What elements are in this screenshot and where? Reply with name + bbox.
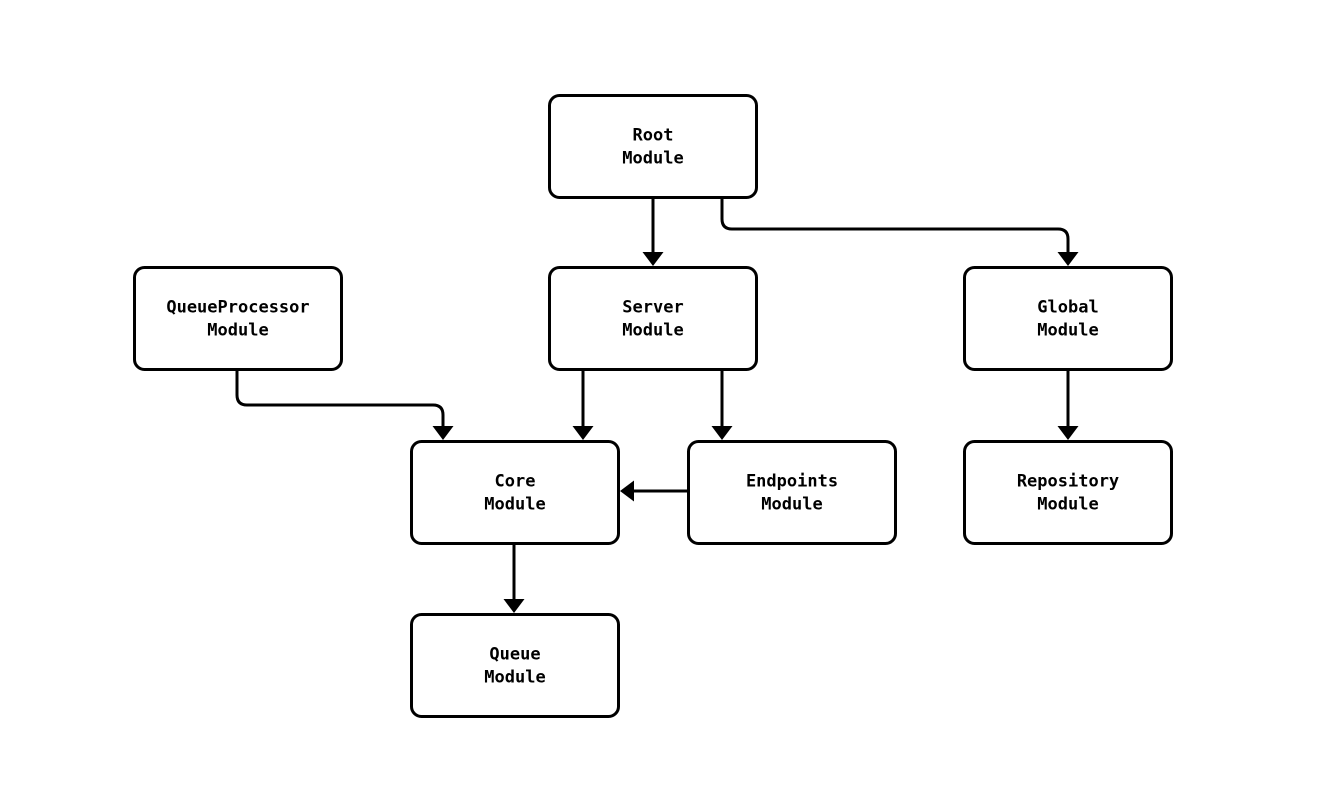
server-module-label-line2: Module <box>622 321 683 341</box>
core-module-box[interactable] <box>410 440 620 545</box>
edge-queueprocessor-to-core-line <box>235 371 445 427</box>
queue-module-label-line2: Module <box>484 668 545 688</box>
server-module-box[interactable] <box>548 266 758 371</box>
global-module-label-line1: Global <box>1037 298 1098 318</box>
edge-root-to-global-line <box>720 199 1070 253</box>
edge-root-to-server-arrowhead-icon <box>642 252 664 266</box>
root-module-label-line2: Module <box>622 149 683 169</box>
core-module-label-line1: Core <box>495 472 536 492</box>
endpoints-module-label-line1: Endpoints <box>746 472 838 492</box>
root-module-box[interactable] <box>548 94 758 199</box>
queueprocessor-module-label-line2: Module <box>207 321 268 341</box>
edge-server-to-endpoints <box>711 371 733 440</box>
repository-module-label-line1: Repository <box>1017 472 1119 492</box>
endpoints-module-label-line2: Module <box>761 495 822 515</box>
core-module-label-line2: Module <box>484 495 545 515</box>
global-module-box[interactable] <box>963 266 1173 371</box>
edge-server-to-core <box>572 371 594 440</box>
repository-module-box[interactable] <box>963 440 1173 545</box>
edge-endpoints-to-core <box>620 480 687 502</box>
root-module-label-line1: Root <box>633 126 674 146</box>
queueprocessor-module-box[interactable] <box>133 266 343 371</box>
edge-core-to-queue-arrowhead-icon <box>503 599 525 613</box>
global-module-label-line2: Module <box>1037 321 1098 341</box>
nodes-layer: RootModuleQueueProcessorModuleServerModu… <box>133 94 1173 718</box>
edge-server-to-core-arrowhead-icon <box>572 426 594 440</box>
queue-module-label-line1: Queue <box>489 645 540 665</box>
edges-layer <box>235 199 1079 613</box>
endpoints-module-box[interactable] <box>687 440 897 545</box>
server-module-label-line1: Server <box>622 298 683 318</box>
edge-core-to-queue <box>503 545 525 613</box>
edge-root-to-global-arrowhead-icon <box>1057 252 1079 266</box>
queue-module-box[interactable] <box>410 613 620 718</box>
edge-queueprocessor-to-core-arrowhead-icon <box>432 426 454 440</box>
edge-endpoints-to-core-arrowhead-icon <box>620 480 634 502</box>
edge-global-to-repository <box>1057 371 1079 440</box>
edge-server-to-endpoints-arrowhead-icon <box>711 426 733 440</box>
repository-module-label-line2: Module <box>1037 495 1098 515</box>
edge-root-to-global <box>720 199 1079 266</box>
edge-global-to-repository-arrowhead-icon <box>1057 426 1079 440</box>
edge-queueprocessor-to-core <box>235 371 454 440</box>
edge-root-to-server <box>642 199 664 266</box>
queueprocessor-module-label-line1: QueueProcessor <box>166 298 309 318</box>
